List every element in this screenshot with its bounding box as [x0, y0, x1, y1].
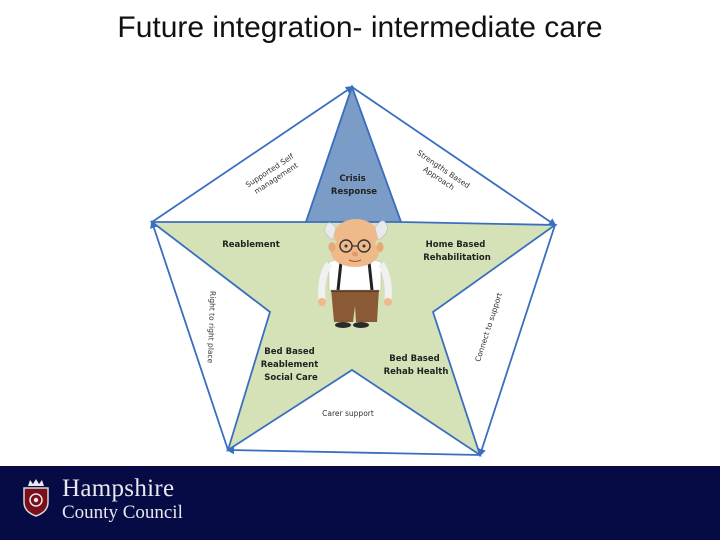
node-home-based-rehabilitation: Home Based Rehabilitation: [423, 240, 491, 263]
crisis-response-segment: [304, 84, 403, 223]
node-crisis-response: Crisis Response: [331, 174, 377, 197]
edge-label-strengths-based-approach: Strengths Based Approach: [410, 148, 474, 200]
edge-label-connect-to-support: Connect to support: [473, 291, 504, 362]
footer-bar: Hampshire County Council: [0, 466, 720, 540]
edge-label-carer-support: Carer support: [322, 409, 374, 418]
org-logo-text: Hampshire County Council: [62, 475, 183, 524]
elderly-man-illustration: [318, 219, 392, 328]
intermediate-care-pentagon-diagram: Crisis Response Reablement Home Based Re…: [149, 84, 558, 458]
node-reablement: Reablement: [222, 240, 280, 250]
edge-label-right-to-right-place: Right to right place: [206, 291, 218, 364]
org-name-line2: County Council: [62, 502, 183, 523]
org-name-line1: Hampshire: [62, 475, 175, 502]
node-bed-based-rehab-health: Bed Based Rehab Health: [384, 354, 449, 377]
node-bed-based-reablement: Bed Based Reablement Social Care: [261, 347, 322, 383]
pentagon-outline: [150, 85, 557, 457]
slide-title: Future integration- intermediate care: [117, 11, 603, 44]
edge-label-supported-self-management: Supported Self management: [244, 150, 303, 197]
hampshire-crest-icon: [23, 479, 49, 517]
